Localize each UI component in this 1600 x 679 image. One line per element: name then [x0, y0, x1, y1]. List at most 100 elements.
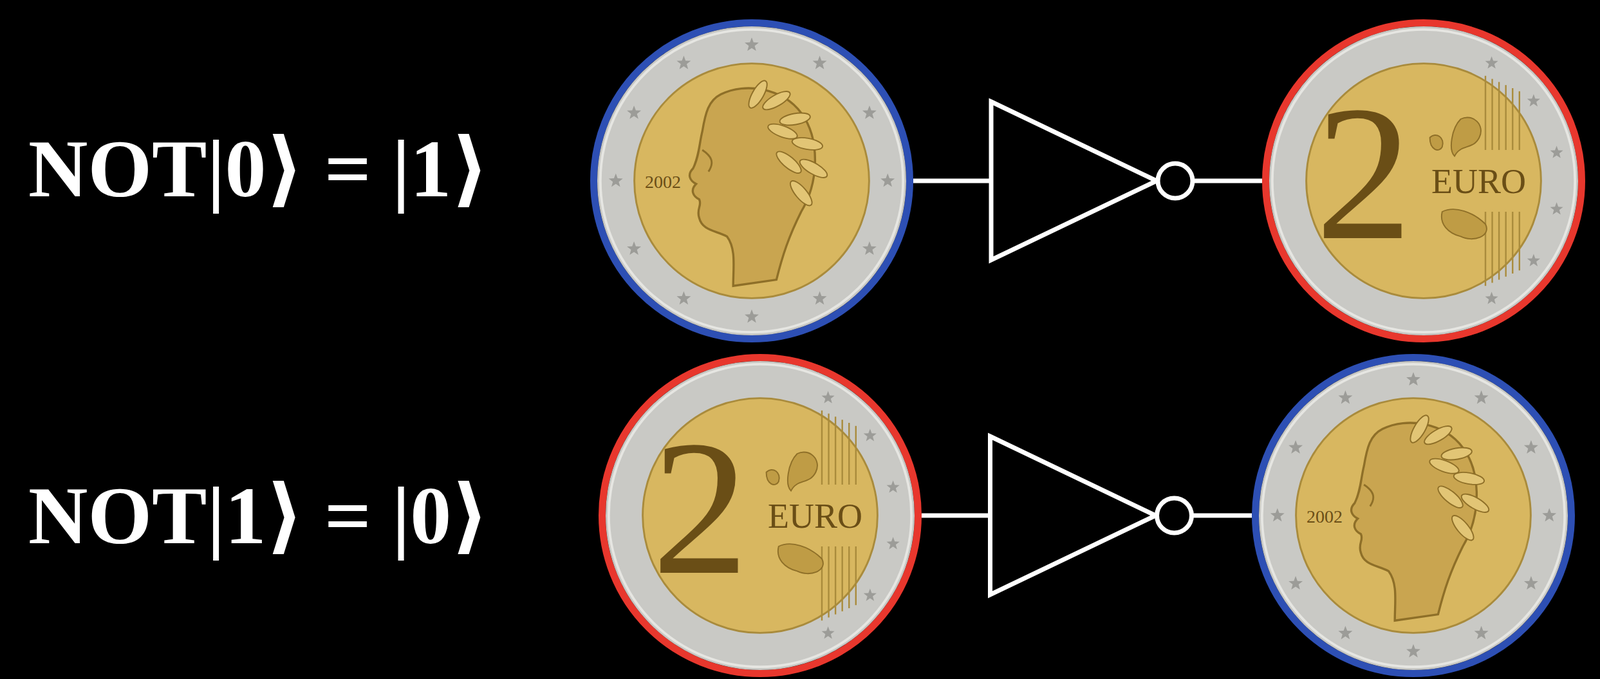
- grid-line: [848, 546, 850, 609]
- star: [1527, 254, 1541, 267]
- grid-line: [1484, 75, 1487, 150]
- inverter-triangle: [990, 436, 1156, 595]
- equation-label: NOT|0⟩ = |1⟩: [28, 127, 490, 210]
- gold-core: [1296, 398, 1532, 634]
- ring-edge: [608, 364, 912, 667]
- laurel-leaf: [1435, 482, 1467, 512]
- coin-node: 2002: [1251, 353, 1575, 678]
- coin-node: 2 EURO: [598, 353, 922, 678]
- star: [1406, 372, 1421, 386]
- inverter-bubble: [1157, 498, 1192, 533]
- coin-inscription: EURO: [767, 498, 863, 534]
- star: [1550, 146, 1564, 159]
- grid-line: [1504, 84, 1507, 150]
- star: [1288, 440, 1303, 454]
- inverter-triangle: [991, 101, 1157, 261]
- grid-line: [1518, 91, 1521, 150]
- star: [862, 241, 877, 255]
- grid-line: [827, 546, 829, 618]
- coin-value: 2: [651, 411, 749, 605]
- star: [1524, 440, 1539, 454]
- not-gate-wire: [921, 436, 1252, 595]
- coin-inscription: 2002: [644, 173, 681, 192]
- laurel-leaf: [1448, 512, 1478, 544]
- grid-line: [834, 546, 837, 615]
- laurel-leaf: [797, 155, 830, 181]
- star: [1288, 576, 1303, 590]
- europe-map: [766, 469, 780, 485]
- grid-line: [855, 546, 857, 605]
- laurel-leaf: [765, 120, 799, 143]
- ring-edge: [600, 29, 903, 333]
- star: [608, 173, 624, 187]
- star: [1550, 202, 1564, 215]
- star: [1485, 56, 1499, 69]
- equation-label: NOT|1⟩ = |0⟩: [28, 474, 490, 557]
- star: [886, 536, 900, 549]
- star: [626, 241, 642, 255]
- star: [886, 480, 900, 494]
- grid-line: [834, 416, 837, 485]
- dante-profile: [689, 88, 816, 286]
- grid-line: [848, 422, 850, 485]
- gold-core: [1306, 63, 1542, 299]
- europe-map: [1451, 117, 1481, 156]
- star: [1524, 576, 1539, 590]
- grid-line: [1511, 88, 1514, 150]
- coin-node: 2 EURO: [1262, 19, 1586, 343]
- grid-line: [1498, 211, 1500, 280]
- laurel-leaf: [773, 148, 805, 177]
- europe-map: [778, 543, 824, 574]
- star: [744, 309, 759, 324]
- dante-profile: [1351, 422, 1478, 621]
- silver-ring: [1258, 361, 1568, 670]
- star: [1474, 390, 1489, 405]
- laurel-leaf: [1406, 412, 1433, 445]
- laurel-leaf: [1427, 455, 1461, 477]
- gold-core: [634, 63, 870, 299]
- star: [821, 391, 835, 404]
- coin-inscription: EURO: [1431, 164, 1526, 199]
- star: [676, 55, 691, 70]
- not-gate-wire: [913, 101, 1263, 261]
- star: [863, 588, 877, 602]
- ring-edge: [1272, 29, 1575, 333]
- europe-map: [1441, 209, 1487, 239]
- coin-value: 2: [1315, 76, 1413, 270]
- coin-node: 2002: [590, 19, 914, 343]
- face-line: [1363, 484, 1374, 507]
- grid-line: [841, 546, 843, 612]
- star: [821, 626, 835, 639]
- grid-line: [1504, 211, 1507, 277]
- laurel-leaf: [1459, 490, 1492, 516]
- grid-line: [841, 419, 843, 485]
- laurel-leaf: [745, 77, 771, 111]
- star: [1542, 507, 1557, 522]
- grid-line: [821, 410, 823, 485]
- star: [1474, 625, 1489, 640]
- star: [880, 173, 895, 187]
- star: [1338, 390, 1353, 405]
- star: [1485, 291, 1499, 304]
- silver-ring: [605, 361, 915, 670]
- star: [862, 105, 877, 120]
- star: [1406, 644, 1421, 658]
- star: [676, 290, 691, 305]
- dante-coin-face: [597, 26, 907, 336]
- grid-line: [1511, 211, 1514, 274]
- grid-line: [855, 426, 857, 485]
- star: [1338, 625, 1353, 640]
- star: [863, 428, 877, 441]
- silver-ring: [1269, 26, 1579, 336]
- grid-line: [1498, 81, 1500, 150]
- laurel-leaf: [1440, 445, 1473, 462]
- star: [626, 105, 642, 120]
- star: [812, 290, 828, 305]
- grid-line: [827, 413, 829, 485]
- star: [812, 55, 828, 70]
- europe-map: [1430, 135, 1443, 150]
- laurel-leaf: [787, 177, 816, 209]
- grid-line: [1491, 79, 1493, 150]
- gold-core: [642, 398, 878, 634]
- grid-line: [1491, 211, 1493, 283]
